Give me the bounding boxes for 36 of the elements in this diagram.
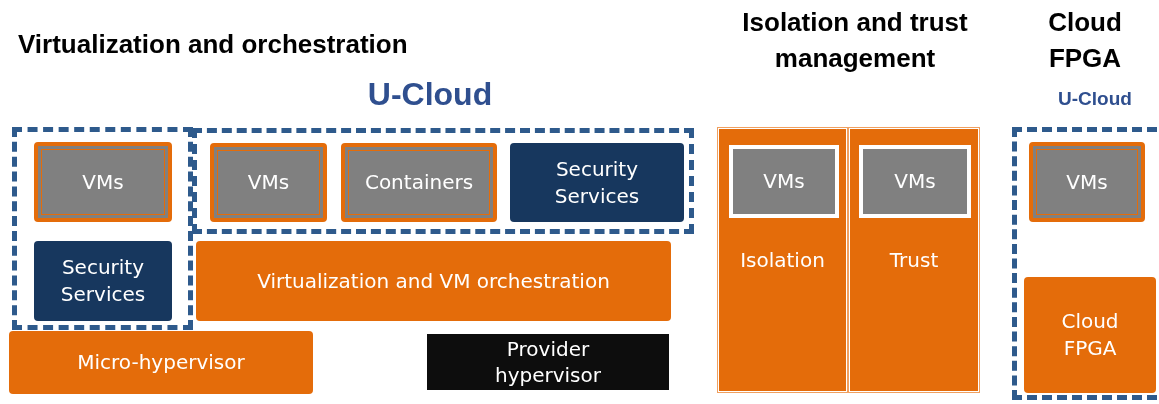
node-text: Security Services	[59, 254, 147, 308]
vm-box	[859, 145, 971, 218]
node-text: Provider hypervisor	[494, 336, 602, 388]
section-heading: Cloud FPGA	[1047, 6, 1123, 76]
node-text: VMs	[894, 168, 936, 195]
section-heading: Isolation and trust management	[741, 6, 969, 76]
dashed-group-frame	[1012, 127, 1159, 400]
security-services-box	[34, 241, 172, 321]
section-heading: Virtualization and orchestration	[18, 28, 409, 61]
node-text: VMs	[82, 168, 124, 196]
vm-box	[210, 143, 327, 222]
vm-box	[729, 145, 839, 218]
dashed-group-frame	[12, 127, 193, 330]
node-text: Isolation	[740, 247, 825, 274]
module-column	[718, 128, 847, 392]
group-title: U-Cloud	[366, 75, 494, 114]
security-services-box	[510, 143, 684, 222]
hypervisor-box	[427, 334, 669, 390]
node-text: Containers	[364, 169, 474, 196]
group-title: U-Cloud	[1057, 87, 1133, 111]
node-text: VMs	[1066, 168, 1108, 196]
node-text: VMs	[763, 168, 805, 195]
vm-box	[34, 142, 172, 222]
node-text: Trust	[889, 247, 939, 274]
module-column	[849, 128, 979, 392]
layer-box	[1024, 277, 1156, 393]
node-text: VMs	[247, 169, 290, 196]
node-text: Security Services	[553, 155, 641, 210]
node-text: Cloud FPGA	[1060, 308, 1120, 362]
layer-box	[196, 241, 671, 321]
vm-box	[341, 143, 497, 222]
vm-box	[1029, 142, 1145, 222]
dashed-group-frame	[192, 128, 694, 234]
layer-box	[9, 331, 313, 394]
node-text: Micro-hypervisor	[77, 349, 245, 376]
node-text: Virtualization and VM orchestration	[257, 267, 610, 295]
